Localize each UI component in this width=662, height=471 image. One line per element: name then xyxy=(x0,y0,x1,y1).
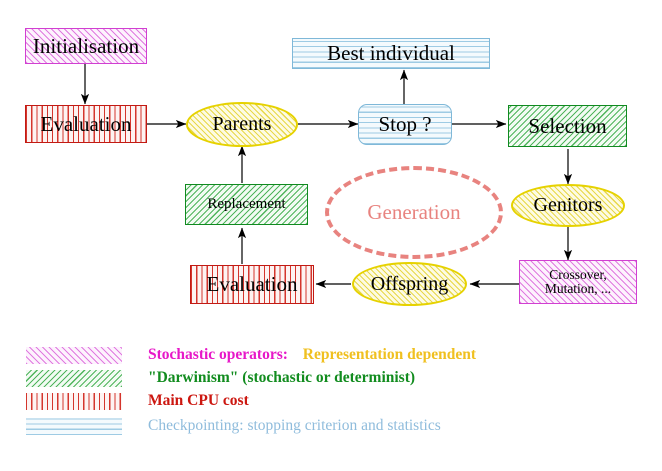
node-initialisation-label: Initialisation xyxy=(32,33,140,58)
node-stop-label: Stop ? xyxy=(378,112,432,137)
legend-text-stochastic-operators: Stochastic operators: Representation dep… xyxy=(148,346,476,364)
legend-row-darwinism: "Darwinism" (stochastic or determinist) xyxy=(26,369,415,387)
node-selection-label: Selection xyxy=(528,113,607,138)
node-evaluation-top-label: Evaluation xyxy=(40,111,132,136)
node-generation-label: Generation xyxy=(367,200,461,224)
node-genitors[interactable]: Genitors xyxy=(511,184,625,227)
node-parents[interactable]: Parents xyxy=(186,102,298,147)
node-offspring[interactable]: Offspring xyxy=(352,262,467,306)
node-generation: Generation xyxy=(325,166,503,259)
node-crossover-mutation[interactable]: Crossover, Mutation, ... xyxy=(519,260,637,304)
legend-label-stochastic-operators: Stochastic operators: xyxy=(148,346,288,363)
node-offspring-label: Offspring xyxy=(370,272,449,295)
node-replacement-label: Replacement xyxy=(207,195,286,212)
legend-label-main-cpu-cost: Main CPU cost xyxy=(148,392,249,409)
legend-row-checkpointing: Checkpointing: stopping criterion and st… xyxy=(26,417,441,435)
node-crossover-line1-label: Crossover, xyxy=(549,266,607,282)
legend-label-checkpointing: Checkpointing: stopping criterion and st… xyxy=(148,417,441,434)
legend-text-main-cpu-cost: Main CPU cost xyxy=(148,392,249,410)
legend-row-stochastic-operators: Stochastic operators: Representation dep… xyxy=(26,346,476,364)
node-parents-label: Parents xyxy=(212,113,272,135)
node-crossover-line2-label: Mutation, ... xyxy=(544,281,612,296)
node-best-individual-label: Best individual xyxy=(327,41,455,66)
node-best-individual[interactable]: Best individual xyxy=(292,38,490,69)
node-replacement[interactable]: Replacement xyxy=(185,184,308,225)
node-stop[interactable]: Stop ? xyxy=(358,104,452,145)
node-evaluation-bottom-label: Evaluation xyxy=(206,272,298,297)
node-evaluation-bottom[interactable]: Evaluation xyxy=(190,265,314,304)
legend-swatch-red-vertical-hatch xyxy=(26,392,122,410)
legend-text-darwinism: "Darwinism" (stochastic or determinist) xyxy=(148,369,415,387)
legend-row-main-cpu-cost: Main CPU cost xyxy=(26,392,249,410)
node-evaluation-top[interactable]: Evaluation xyxy=(25,105,147,143)
node-genitors-label: Genitors xyxy=(533,194,603,216)
legend-swatch-blue-horizontal-hatch xyxy=(26,417,122,435)
legend-text-checkpointing: Checkpointing: stopping criterion and st… xyxy=(148,417,441,435)
node-selection[interactable]: Selection xyxy=(508,105,627,147)
legend-swatch-green-diagonal-hatch xyxy=(26,369,122,387)
legend-label-representation-dependent: Representation dependent xyxy=(302,346,477,363)
legend-swatch-magenta-diagonal-hatch xyxy=(26,346,122,364)
node-initialisation[interactable]: Initialisation xyxy=(25,28,147,64)
legend-label-darwinism: "Darwinism" (stochastic or determinist) xyxy=(148,369,416,386)
